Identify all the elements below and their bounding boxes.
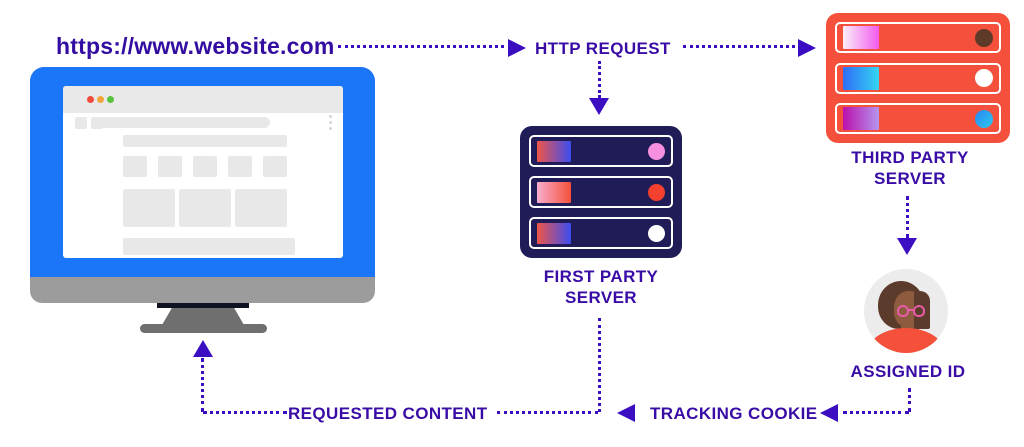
status-light-icon bbox=[648, 224, 665, 242]
first-party-server-label: FIRST PARTY SERVER bbox=[543, 267, 659, 307]
server-slot bbox=[835, 103, 1001, 134]
first-party-server bbox=[520, 126, 682, 258]
status-light-icon bbox=[975, 109, 993, 128]
arrow-left-icon bbox=[617, 404, 635, 422]
status-light-icon bbox=[648, 142, 665, 160]
arrow-down-icon bbox=[897, 238, 917, 255]
assigned-id-label: ASSIGNED ID bbox=[850, 362, 966, 381]
server-slot bbox=[529, 176, 673, 208]
dotted-line-url-to-request bbox=[338, 45, 504, 48]
avatar-glasses-icon bbox=[896, 305, 930, 319]
dotted-line-request-to-thirdparty bbox=[683, 45, 795, 48]
drive-bar-icon bbox=[843, 66, 879, 90]
monitor-stand-neck bbox=[162, 308, 244, 325]
http-request-label: HTTP REQUEST bbox=[535, 39, 671, 58]
address-bar-placeholder bbox=[98, 117, 270, 128]
drive-bar-icon bbox=[843, 26, 879, 49]
content-thumbnail-row bbox=[123, 156, 287, 177]
server-slot bbox=[529, 135, 673, 167]
window-minimize-dot-icon bbox=[97, 96, 104, 103]
monitor-stand-joint bbox=[157, 303, 249, 308]
dotted-line-content-right bbox=[497, 411, 598, 414]
status-light-icon bbox=[975, 28, 993, 47]
website-url-label: https://www.website.com bbox=[56, 33, 335, 59]
back-button-placeholder bbox=[75, 117, 87, 129]
server-slot bbox=[835, 62, 1001, 94]
dotted-line-to-monitor bbox=[201, 358, 204, 412]
browser-window bbox=[63, 86, 343, 258]
arrow-right-icon bbox=[798, 39, 816, 57]
window-maximize-dot-icon bbox=[107, 96, 114, 103]
dotted-line-content-left bbox=[203, 411, 287, 414]
arrow-up-icon bbox=[193, 340, 213, 357]
third-party-server-label: THIRD PARTY SERVER bbox=[851, 148, 969, 188]
content-bar-placeholder bbox=[123, 135, 287, 147]
requested-content-label: REQUESTED CONTENT bbox=[288, 404, 488, 423]
window-close-dot-icon bbox=[87, 96, 94, 103]
assigned-id-avatar bbox=[864, 269, 948, 353]
monitor-chin bbox=[30, 277, 375, 303]
status-light-icon bbox=[648, 183, 665, 201]
kebab-menu-icon bbox=[329, 115, 332, 133]
server-slot bbox=[835, 22, 1001, 53]
tracking-cookie-label: TRACKING COOKIE bbox=[650, 404, 818, 423]
monitor-stand-base bbox=[140, 324, 267, 333]
arrow-down-icon bbox=[589, 98, 609, 115]
content-card-row bbox=[123, 189, 287, 227]
content-footer-placeholder bbox=[123, 238, 295, 255]
status-light-icon bbox=[975, 69, 993, 87]
arrow-left-icon bbox=[820, 404, 838, 422]
dotted-line-firstparty-down bbox=[598, 318, 601, 412]
third-party-server bbox=[826, 13, 1010, 143]
arrow-right-icon bbox=[508, 39, 526, 57]
dotted-line-id-to-cookie bbox=[843, 411, 909, 414]
drive-bar-icon bbox=[537, 222, 571, 244]
server-slot bbox=[529, 217, 673, 249]
browser-monitor bbox=[30, 67, 375, 277]
page-content-placeholders bbox=[123, 135, 295, 255]
dotted-line-request-to-firstparty bbox=[598, 61, 601, 98]
dotted-line-id-down bbox=[908, 388, 911, 412]
browser-titlebar bbox=[63, 86, 343, 113]
dotted-line-thirdparty-to-id bbox=[906, 196, 909, 238]
avatar-shirt bbox=[868, 328, 944, 353]
drive-bar-icon bbox=[537, 181, 571, 203]
drive-bar-icon bbox=[537, 140, 571, 162]
drive-bar-icon bbox=[843, 107, 879, 130]
